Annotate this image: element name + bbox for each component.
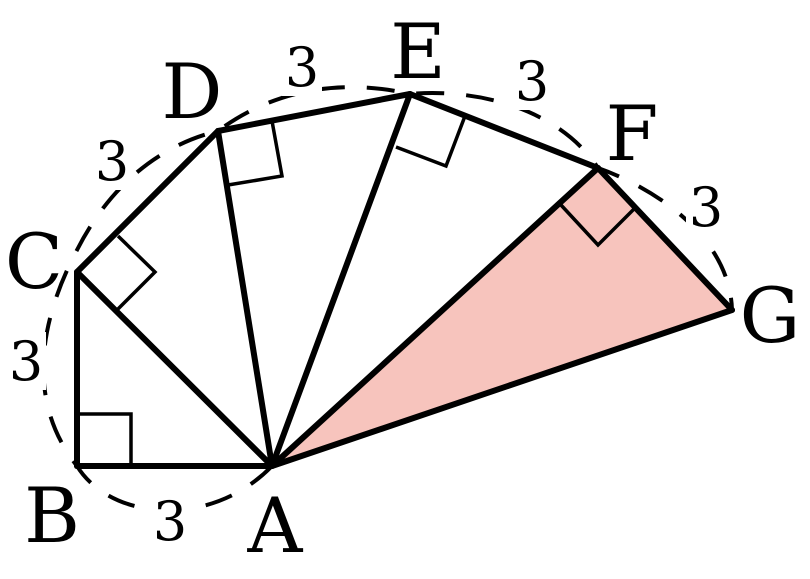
segment-ag (269, 307, 735, 469)
segment-af (269, 165, 601, 469)
segment-ae (269, 91, 413, 469)
segment-ad (215, 128, 275, 469)
svg-text:3: 3 (689, 176, 723, 239)
svg-text:3: 3 (515, 50, 549, 113)
shaded-triangle-afg (272, 168, 732, 466)
length-label-ef: 3 (512, 50, 552, 113)
right-angle-mark-c (115, 234, 158, 312)
segment-ef (407, 91, 601, 171)
length-label-ab: 3 (150, 490, 190, 553)
segment-fg (595, 165, 735, 313)
svg-text:3: 3 (95, 130, 129, 193)
svg-text:3: 3 (153, 490, 187, 553)
vertex-label-d: D (162, 47, 223, 136)
vertex-label-g: G (740, 271, 801, 360)
right-angle-mark-e (395, 115, 467, 169)
length-label-cd: 3 (92, 130, 132, 193)
length-label-de: 3 (282, 36, 322, 99)
right-angle-mark-d (227, 120, 285, 187)
segment-de (215, 91, 413, 134)
svg-text:3: 3 (9, 330, 43, 393)
vertex-label-e: E (390, 7, 445, 96)
segment-ac (74, 269, 275, 469)
segment-cd (74, 128, 221, 275)
vertex-label-b: B (24, 471, 80, 560)
vertex-label-a: A (247, 481, 304, 570)
length-label-fg: 3 (686, 176, 726, 239)
svg-text:3: 3 (285, 36, 319, 99)
vertex-label-c: C (5, 217, 63, 306)
right-angle-mark-b (77, 412, 133, 466)
right-angle-mark-f (559, 203, 638, 248)
vertex-label-f: F (606, 89, 659, 178)
length-label-bc: 3 (6, 330, 46, 393)
